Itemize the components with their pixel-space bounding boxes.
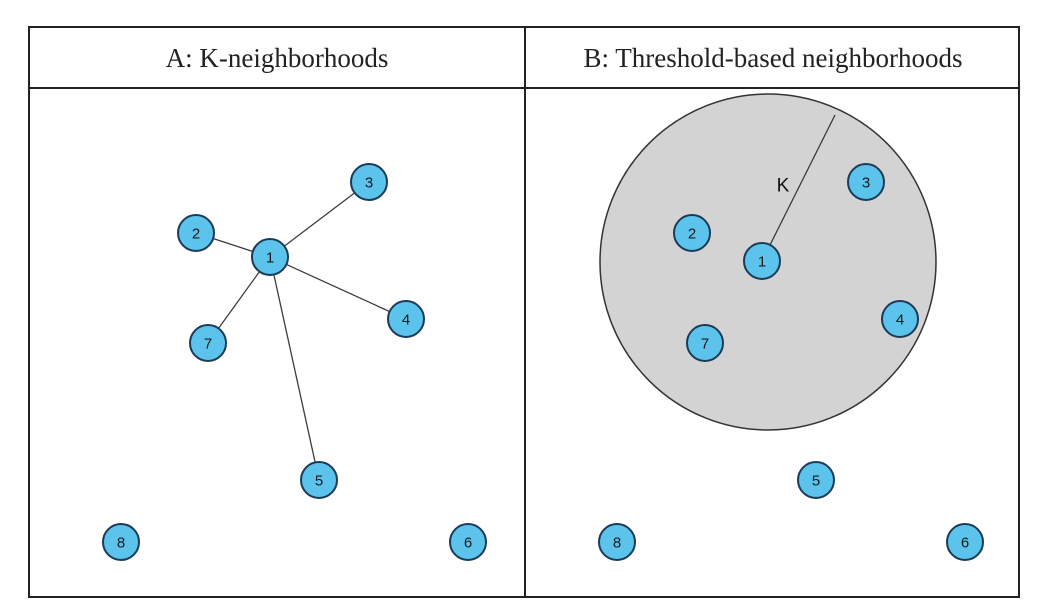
node-circle: [102, 523, 140, 561]
panel-a-node-6: 6: [449, 523, 487, 561]
node-label: 1: [266, 250, 274, 267]
node-label: 3: [862, 175, 870, 192]
node-circle: [598, 523, 636, 561]
edge-1-2: [212, 237, 254, 253]
node-circle: [251, 238, 289, 276]
panel-b-node-7: 7: [686, 324, 724, 362]
radius-line: [761, 114, 836, 262]
node-label: 1: [758, 254, 766, 271]
node-label: 4: [896, 312, 904, 329]
node-circle: [300, 461, 338, 499]
edge-1-4: [286, 263, 390, 313]
edge-1-3: [283, 192, 356, 247]
panel-b-node-1: 1: [743, 242, 781, 280]
panel-b-node-2: 2: [673, 214, 711, 252]
node-label: 2: [192, 226, 200, 243]
node-circle: [946, 523, 984, 561]
node-label: 8: [613, 535, 621, 552]
node-circle: [797, 461, 835, 499]
radius-label: K: [777, 176, 790, 197]
node-circle: [673, 214, 711, 252]
edge-1-5: [273, 274, 316, 463]
node-circle: [350, 163, 388, 201]
node-label: 7: [204, 336, 212, 353]
node-circle: [847, 163, 885, 201]
panel-a-edges: [212, 192, 390, 463]
node-circle: [881, 300, 919, 338]
panel-b-node-4: 4: [881, 300, 919, 338]
panel-a-node-5: 5: [300, 461, 338, 499]
panel-a-title: A: K-neighborhoods: [165, 42, 389, 73]
panel-a-node-4: 4: [387, 300, 425, 338]
node-label: 3: [365, 175, 373, 192]
node-circle: [686, 324, 724, 362]
panel-a-node-3: 3: [350, 163, 388, 201]
node-circle: [189, 324, 227, 362]
node-label: 5: [812, 473, 820, 490]
node-circle: [743, 242, 781, 280]
panel-b-node-5: 5: [797, 461, 835, 499]
panel-a-node-7: 7: [189, 324, 227, 362]
node-label: 7: [701, 336, 709, 353]
panel-a-node-1: 1: [251, 238, 289, 276]
panel-b-node-6: 6: [946, 523, 984, 561]
panel-a-node-2: 2: [177, 214, 215, 252]
node-label: 6: [961, 535, 969, 552]
panel-a-nodes: 1 2 3 4 5 6 7 8: [102, 163, 487, 561]
panel-b-node-3: 3: [847, 163, 885, 201]
node-label: 8: [117, 535, 125, 552]
node-label: 4: [402, 312, 410, 329]
panel-b-nodes: 1 2 3 4 5 6 7 8: [598, 163, 984, 561]
panel-b-title: B: Threshold-based neighborhoods: [583, 42, 963, 73]
node-circle: [387, 300, 425, 338]
node-label: 5: [315, 473, 323, 490]
panel-a-node-8: 8: [102, 523, 140, 561]
node-circle: [449, 523, 487, 561]
panel-b-node-8: 8: [598, 523, 636, 561]
edge-1-7: [217, 271, 261, 329]
node-label: 6: [464, 535, 472, 552]
node-label: 2: [688, 226, 696, 243]
node-circle: [177, 214, 215, 252]
